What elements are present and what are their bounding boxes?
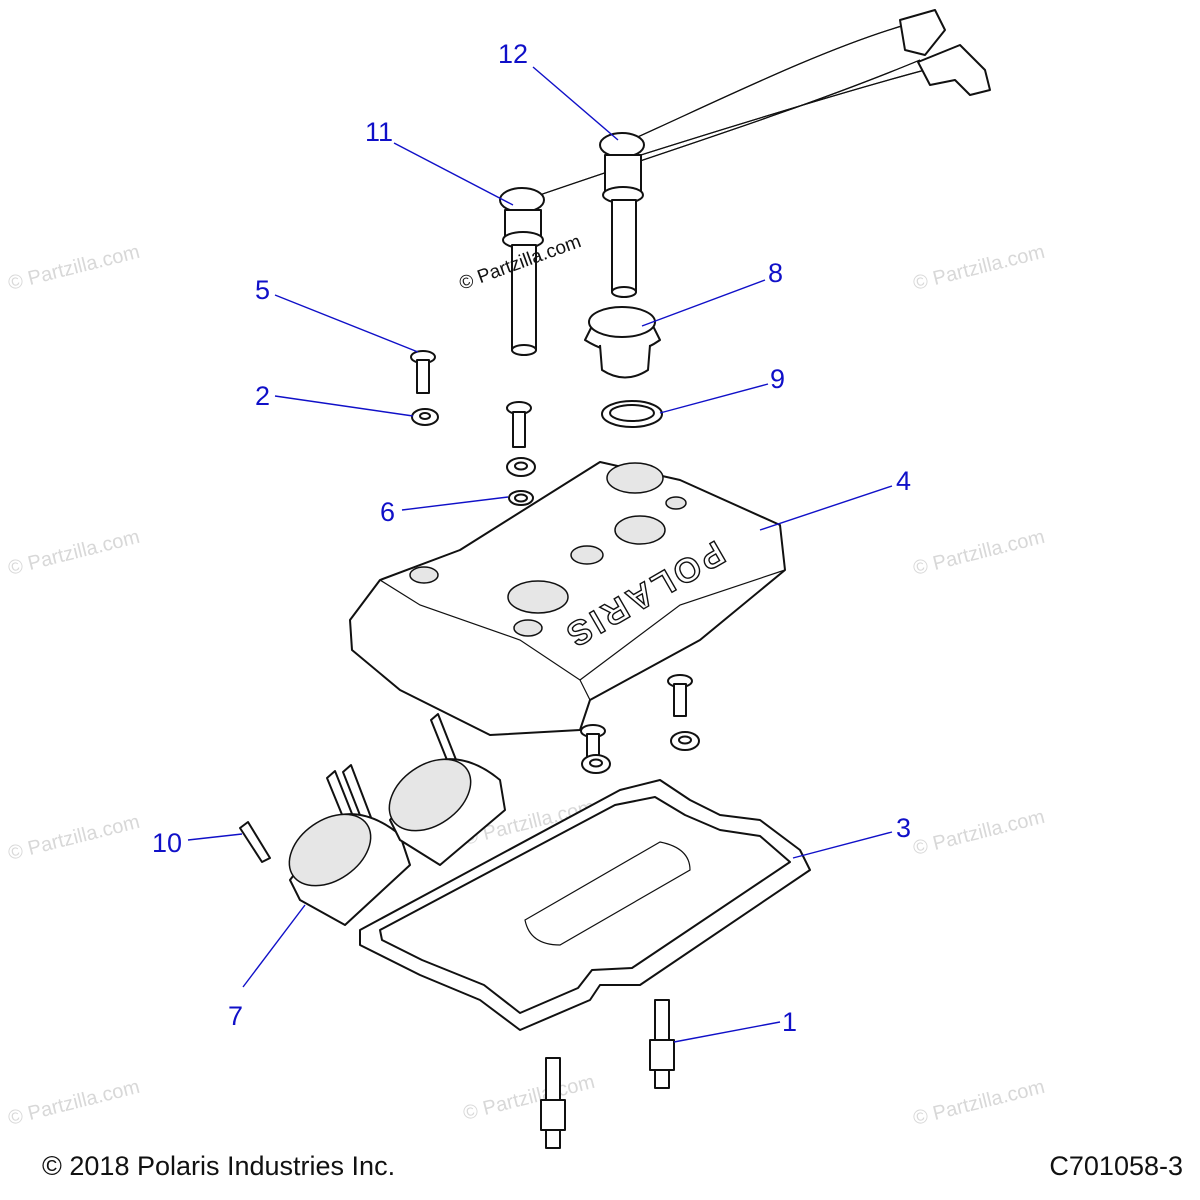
bolt-center — [506, 401, 532, 448]
bolt-right — [667, 674, 693, 717]
valve-cover-4: POLARIS — [349, 461, 786, 736]
ignition-coil-wires — [499, 9, 991, 356]
intake-adaptor-7 — [288, 758, 506, 926]
watermark: © Partzilla.com — [6, 811, 142, 865]
callout-2: 2 — [255, 381, 270, 411]
watermark: © Partzilla.com — [6, 1076, 142, 1130]
leader-lines — [187, 66, 893, 1043]
filler-cap-8 — [584, 306, 661, 379]
watermark: © Partzilla.com — [6, 241, 142, 295]
gasket-3 — [359, 779, 811, 1031]
o-ring-9 — [601, 400, 663, 428]
bolt-5 — [410, 350, 436, 394]
callout-10: 10 — [152, 828, 182, 858]
callout-3: 3 — [896, 813, 911, 843]
callout-11: 11 — [365, 117, 393, 147]
footer-copyright: © 2018 Polaris Industries Inc. — [42, 1151, 395, 1181]
callout-8: 8 — [768, 258, 783, 288]
callout-4: 4 — [896, 466, 911, 496]
spark-plug-2 — [540, 1057, 566, 1149]
watermark: © Partzilla.com — [911, 1076, 1047, 1130]
washer-lower-center — [581, 754, 611, 774]
footer-figure-id: C701058-3 — [1049, 1151, 1183, 1181]
callout-7: 7 — [228, 1001, 243, 1031]
callout-12: 12 — [498, 39, 528, 69]
callout-5: 5 — [255, 275, 270, 305]
seal-6 — [508, 490, 534, 506]
watermark: © Partzilla.com — [911, 241, 1047, 295]
callout-6: 6 — [380, 497, 395, 527]
callout-1: 1 — [782, 1007, 797, 1037]
washer-right — [670, 731, 700, 751]
washer-center — [506, 457, 536, 477]
watermark: © Partzilla.com — [461, 1071, 597, 1125]
watermark: © Partzilla.com — [6, 526, 142, 580]
watermark: © Partzilla.com — [911, 806, 1047, 860]
washer-2 — [411, 408, 439, 426]
spark-plug-1 — [649, 999, 675, 1089]
callout-labels: 12 11 5 8 2 9 6 4 3 10 7 1 — [152, 39, 911, 1037]
callout-9: 9 — [770, 364, 785, 394]
watermark: © Partzilla.com — [911, 526, 1047, 580]
